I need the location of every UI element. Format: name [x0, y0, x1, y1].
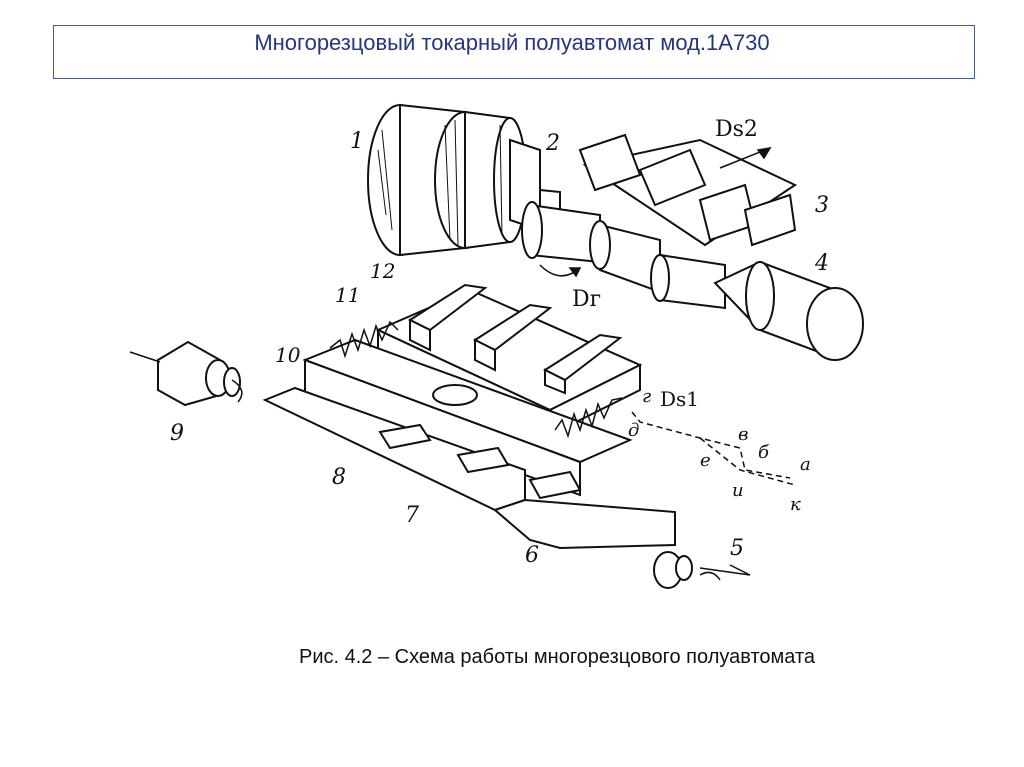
motion-cycle-path — [631, 411, 796, 486]
label-g: г — [642, 386, 651, 407]
label-1: 1 — [350, 129, 364, 154]
label-v: в — [738, 424, 748, 445]
label-12: 12 — [370, 259, 395, 283]
label-k: к — [790, 494, 801, 515]
label-b: б — [758, 442, 770, 463]
label-5: 5 — [730, 536, 744, 561]
drive-unit — [157, 340, 241, 407]
cam-drum — [653, 551, 693, 589]
label-e: е — [700, 450, 711, 471]
label-ds1: Ds1 — [660, 387, 699, 411]
tailstock-center — [713, 260, 864, 361]
label-9: 9 — [170, 421, 184, 446]
label-i: и — [732, 480, 744, 501]
label-8: 8 — [332, 465, 346, 490]
spring-rear — [554, 397, 623, 439]
label-a: а — [800, 454, 811, 475]
spring-11 — [329, 320, 399, 359]
title-frame — [53, 25, 975, 79]
rear-tool-block — [578, 133, 798, 247]
label-11: 11 — [335, 283, 360, 307]
workpiece-shaft — [521, 201, 726, 310]
figure-caption: Рис. 4.2 – Схема работы многорезцового п… — [298, 646, 815, 668]
label-dg: Dг — [572, 287, 601, 312]
label-2: 2 — [545, 131, 560, 156]
label-7: 7 — [405, 503, 419, 528]
label-4: 4 — [814, 251, 829, 276]
label-3: 3 — [815, 193, 829, 218]
copy-bar — [262, 386, 582, 512]
carriage — [302, 338, 633, 497]
label-10: 10 — [275, 343, 301, 367]
page-title: Многорезцовый токарный полуавтомат мод.1… — [254, 30, 770, 55]
label-6: 6 — [525, 543, 539, 568]
label-d: д — [628, 420, 639, 441]
feed-rod — [493, 498, 676, 550]
lathe-schematic: 1 2 3 4 5 6 7 8 9 10 11 12 Ds2 Dг Ds1 а … — [129, 103, 864, 589]
label-ds2: Ds2 — [715, 117, 758, 142]
